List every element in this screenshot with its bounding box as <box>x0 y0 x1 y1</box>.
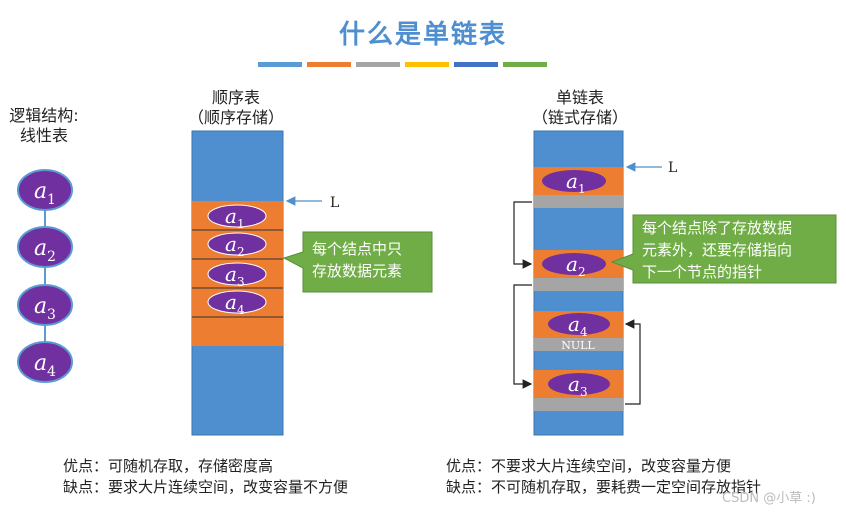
svg-text:a: a <box>225 232 237 256</box>
logical-node-1-sub: 1 <box>47 192 56 208</box>
color-bar-1 <box>258 62 302 67</box>
color-bar-5 <box>454 62 498 67</box>
link-arrow-a1-to-a2 <box>513 201 533 269</box>
sequential-node-4: a 4 <box>207 290 267 317</box>
color-bar-2 <box>307 62 351 67</box>
sequential-callout: 每个结点中只 存放数据元素 <box>312 238 402 282</box>
svg-text:a: a <box>568 372 580 396</box>
link-arrow-a2-to-a3 <box>513 284 533 389</box>
logical-node-2-sub: 2 <box>47 249 56 265</box>
linked-node-3-sub: 4 <box>580 325 588 339</box>
color-bar-3 <box>356 62 400 67</box>
sequential-head-pointer-label: L <box>330 195 339 211</box>
sequential-heading-line2: （顺序存储） <box>187 108 284 127</box>
svg-text:a: a <box>225 262 237 286</box>
sequential-node-1: a 1 <box>207 204 267 231</box>
sequential-cons: 缺点：要求大片连续空间，改变容量不方便 <box>63 478 349 496</box>
sequential-node-2-sub: 2 <box>237 245 245 259</box>
linked-callout-shape <box>610 214 837 284</box>
sequential-pros: 优点：可随机存取，存储密度高 <box>63 457 274 475</box>
watermark: CSDN @小草 :) <box>722 491 816 506</box>
linked-notes: 优点：不要求大片连续空间，改变容量方便 缺点：不可随机存取，要耗费一定空间存放指… <box>446 456 761 498</box>
logical-node-3-sub: 3 <box>47 307 56 323</box>
linked-node-4-sub: 3 <box>580 385 588 399</box>
linked-heading-line2: （链式存储） <box>531 108 628 127</box>
sequential-callout-line2: 存放数据元素 <box>312 262 403 280</box>
sequential-callout-line1: 每个结点中只 <box>312 240 403 258</box>
linked-node-3: a 4 <box>548 312 610 339</box>
sequential-node-3: a 3 <box>207 262 267 289</box>
linked-node-4: a 3 <box>548 372 610 399</box>
linked-callout-line2: 元素外，还要存储指向 <box>642 241 793 259</box>
svg-text:a: a <box>566 252 578 276</box>
svg-text:a: a <box>225 204 237 228</box>
logical-node-2: a 2 <box>17 226 73 268</box>
svg-text:a: a <box>34 236 47 261</box>
linked-callout-line3: 下一个节点的指针 <box>642 263 763 281</box>
linked-node-2-sub: 2 <box>578 265 586 279</box>
sequential-node-1-sub: 1 <box>237 217 245 231</box>
logical-node-1: a 1 <box>17 169 73 211</box>
linked-callout: 每个结点除了存放数据 元素外，还要存储指向 下一个节点的指针 <box>642 217 792 283</box>
svg-text:a: a <box>34 179 47 204</box>
logical-node-4-sub: 4 <box>47 364 56 380</box>
linked-callout-line1: 每个结点除了存放数据 <box>642 219 793 237</box>
sequential-node-3-sub: 3 <box>237 275 245 289</box>
page-title: 什么是单链表 <box>338 20 507 50</box>
svg-text:a: a <box>34 294 47 319</box>
sequential-node-2: a 2 <box>207 232 267 259</box>
linked-null-label: NULL <box>561 339 595 352</box>
linked-node-1-sub: 1 <box>578 182 586 196</box>
svg-text:a: a <box>566 169 578 193</box>
logical-heading: 逻辑结构: 线性表 <box>4 106 84 146</box>
svg-text:a: a <box>225 290 237 314</box>
sequential-heading-line1: 顺序表 <box>211 88 260 107</box>
sequential-callout-shape <box>282 231 433 293</box>
linked-cons: 缺点：不可随机存取，要耗费一定空间存放指针 <box>446 478 762 496</box>
color-bar-4 <box>405 62 449 67</box>
link-arrow-a3-to-a4 <box>624 319 641 405</box>
sequential-heading: 顺序表 （顺序存储） <box>176 88 296 128</box>
sequential-notes: 优点：可随机存取，存储密度高 缺点：要求大片连续空间，改变容量不方便 <box>63 456 348 498</box>
logical-heading-line1: 逻辑结构: <box>9 106 79 125</box>
linked-node-1: a 1 <box>542 169 606 196</box>
color-bar-6 <box>503 62 547 67</box>
linked-pros: 优点：不要求大片连续空间，改变容量方便 <box>446 457 732 475</box>
sequential-node-4-sub: 4 <box>237 303 245 317</box>
logical-node-3: a 3 <box>17 284 73 326</box>
logical-heading-line2: 线性表 <box>19 126 68 145</box>
svg-text:a: a <box>34 351 47 376</box>
svg-text:a: a <box>568 312 580 336</box>
logical-node-4: a 4 <box>17 341 73 383</box>
linked-heading: 单链表 （链式存储） <box>520 88 640 128</box>
linked-node-2: a 2 <box>542 252 606 279</box>
linked-heading-line1: 单链表 <box>555 88 604 107</box>
linked-head-pointer-label: L <box>668 160 677 176</box>
